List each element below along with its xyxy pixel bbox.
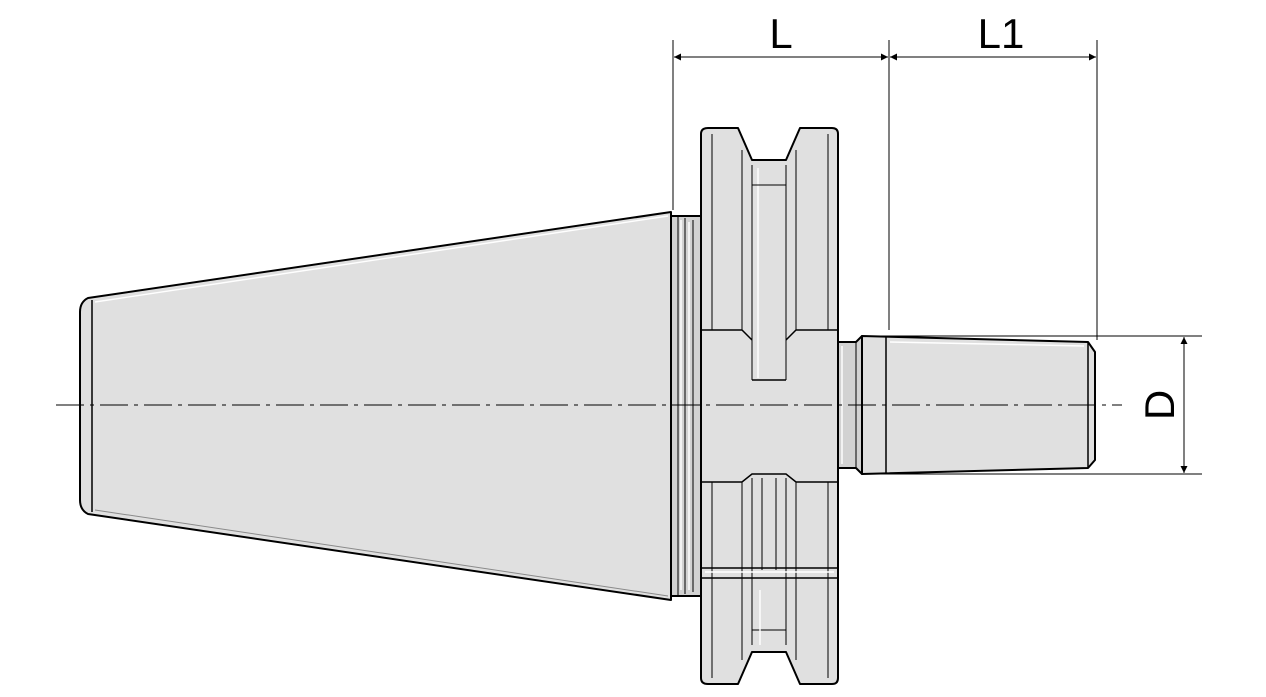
flange-collar (700, 127, 839, 685)
dimension-l1-label: L1 (978, 10, 1025, 57)
dimension-l: L (672, 10, 890, 330)
dimension-l1: L1 (890, 10, 1098, 340)
dimension-l-label: L (769, 10, 792, 57)
taper-cone (79, 211, 672, 601)
neck-rings (670, 215, 702, 597)
dimension-d-label: D (1136, 390, 1183, 420)
dimension-d: D (864, 335, 1202, 475)
